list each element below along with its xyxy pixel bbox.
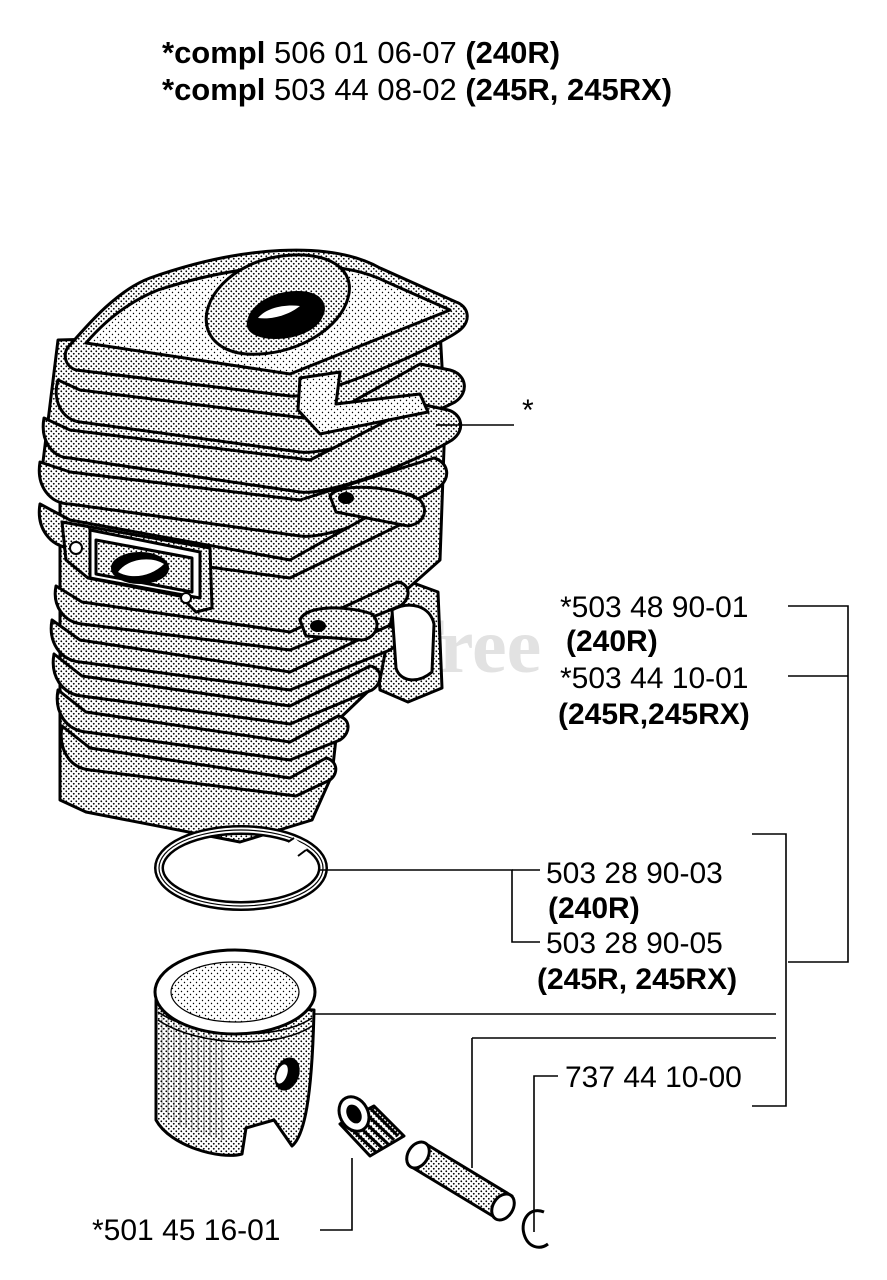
- spark-plug-hole: [246, 290, 325, 340]
- bearing-number: *501 45 16-01: [92, 1214, 281, 1247]
- circlip-illustration: [521, 1209, 549, 1249]
- cylinder-245r-models: (245R,245RX): [558, 698, 750, 731]
- ring-245r-models: (245R, 245RX): [537, 963, 737, 996]
- header-line-1: *compl 506 01 06-07 (240R): [162, 35, 560, 70]
- ring-240r-models: (240R): [548, 892, 640, 925]
- piston-illustration: [153, 948, 317, 1157]
- header-line-2: *compl 503 44 08-02 (245R, 245RX): [162, 72, 672, 107]
- ring-245r-number: 503 28 90-05: [546, 927, 723, 960]
- piston-ring-illustration: [154, 825, 328, 911]
- piston-pin-illustration: [405, 1140, 516, 1222]
- cylinder-240r-models: (240R): [566, 625, 658, 658]
- leader-lines: [314, 424, 849, 1232]
- cylinder-illustration: [37, 248, 469, 844]
- needle-bearing-illustration: [337, 1095, 406, 1158]
- ring-240r-number: 503 28 90-03: [546, 857, 723, 890]
- cylinder-245r-number: *503 44 10-01: [560, 662, 749, 695]
- cylinder-240r-number: *503 48 90-01: [560, 591, 749, 624]
- cylinder-star-label: *: [522, 394, 534, 427]
- circlip-number: 737 44 10-00: [565, 1061, 742, 1094]
